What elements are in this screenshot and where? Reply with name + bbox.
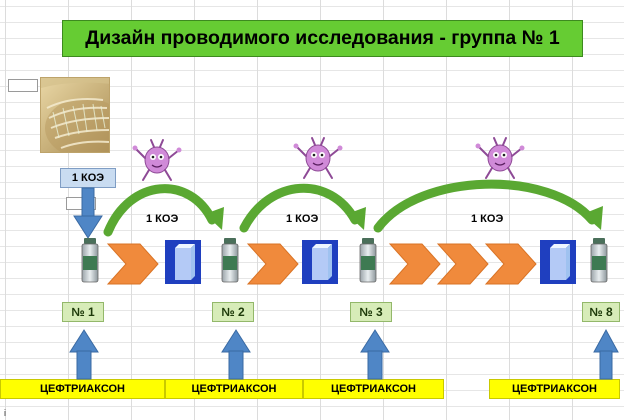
source-koe-label: 1 КОЭ bbox=[60, 168, 116, 188]
vial-icon bbox=[359, 238, 377, 283]
microbe-icon bbox=[293, 137, 343, 179]
antibiotic-label-1: ЦЕФТРИАКСОН bbox=[0, 379, 165, 399]
down-arrow-icon bbox=[73, 187, 103, 239]
vial-icon bbox=[590, 238, 608, 283]
transfer-label-3: 1 КОЭ bbox=[471, 213, 504, 225]
curved-arrow-icon bbox=[373, 179, 597, 233]
cuvette-icon bbox=[165, 240, 201, 284]
page-title: Дизайн проводимого исследования - группа… bbox=[62, 20, 583, 57]
curved-arrow-icon bbox=[103, 184, 217, 237]
curved-arrow-icon bbox=[239, 183, 360, 233]
chevron-arrow-icon bbox=[106, 243, 159, 285]
bacteria-culture-photo-icon bbox=[40, 77, 110, 153]
transfer-label-2: 1 КОЭ bbox=[286, 213, 319, 225]
cuvette-icon bbox=[302, 240, 338, 284]
curved-arrow-icon bbox=[347, 207, 366, 230]
up-arrow-icon bbox=[593, 328, 619, 380]
antibiotic-label-4: ЦЕФТРИАКСОН bbox=[489, 379, 620, 399]
up-arrow-icon bbox=[221, 329, 251, 380]
chevron-arrow-icon bbox=[388, 243, 441, 285]
chevron-arrow-icon bbox=[246, 243, 299, 285]
tube-label-1: № 1 bbox=[62, 302, 104, 322]
curved-arrow-icon bbox=[583, 206, 603, 230]
up-arrow-icon bbox=[360, 329, 390, 380]
antibiotic-label-3: ЦЕФТРИАКСОН bbox=[303, 379, 444, 399]
chevron-arrow-icon bbox=[484, 243, 537, 285]
up-arrow-icon bbox=[69, 329, 99, 380]
empty-cell-box bbox=[8, 79, 38, 92]
chevron-arrow-icon bbox=[436, 243, 489, 285]
cuvette-icon bbox=[540, 240, 576, 284]
tube-label-3: № 3 bbox=[350, 302, 392, 322]
antibiotic-label-2: ЦЕФТРИАКСОН bbox=[165, 379, 303, 399]
cell-text-fragment: і bbox=[4, 408, 6, 418]
vial-icon bbox=[221, 238, 239, 283]
tube-label-2: № 2 bbox=[212, 302, 254, 322]
microbe-icon bbox=[132, 139, 182, 181]
tube-label-8: № 8 bbox=[582, 302, 620, 322]
transfer-label-1: 1 КОЭ bbox=[146, 213, 179, 225]
vial-icon bbox=[81, 238, 99, 283]
curved-arrow-icon bbox=[205, 207, 224, 230]
microbe-icon bbox=[475, 137, 525, 179]
